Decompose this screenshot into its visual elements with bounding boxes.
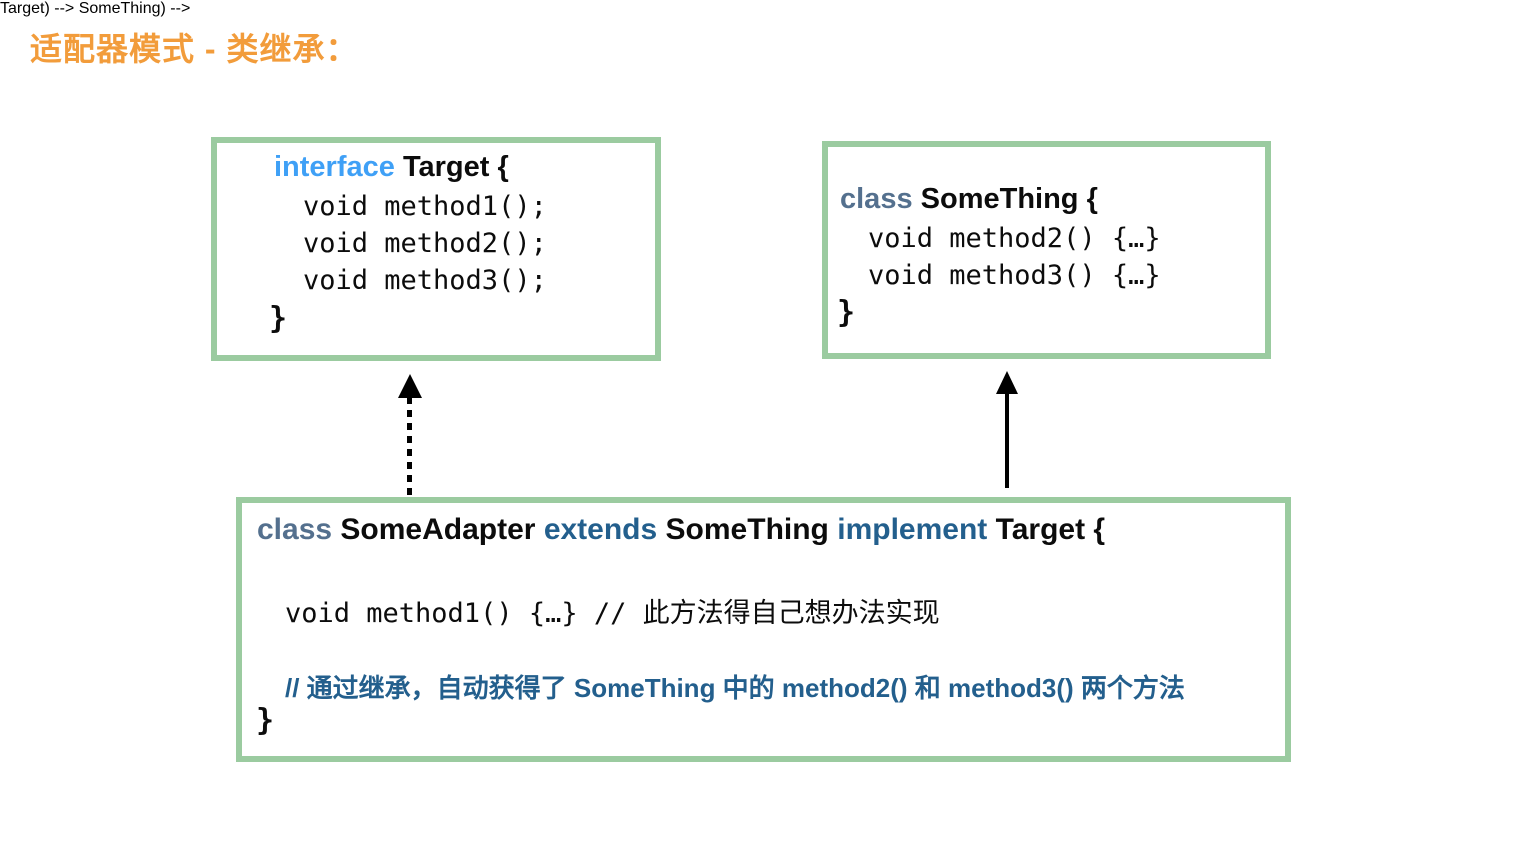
extends-keyword: extends (543, 513, 658, 546)
page-title: 适配器模式 - 类继承： (30, 31, 359, 67)
interface-target-box: interface Target { void method1(); void … (211, 137, 661, 361)
inheritance-comment: // 通过继承，自动获得了 SomeThing 中的 method2() 和 m… (285, 673, 1185, 703)
interface-target-header: interface Target { (274, 151, 509, 184)
target-method-1: void method1(); (303, 191, 547, 222)
something-name: SomeThing { (920, 183, 1098, 215)
class-keyword: class (257, 513, 333, 546)
parent-name: SomeThing (665, 513, 829, 546)
implement-keyword: implement (837, 513, 988, 546)
adapter-method1-line: void method1() {…} // 此方法得自己想办法实现 (285, 598, 940, 629)
extends-arrow-line (1005, 393, 1009, 488)
class-keyword: class (840, 183, 913, 215)
class-something-box: class SomeThing { void method2() {…} voi… (822, 141, 1271, 359)
target-name: Target { (402, 151, 509, 183)
target-method-2: void method2(); (303, 228, 547, 259)
extends-arrow-head-icon (996, 371, 1018, 394)
something-method-3: void method3() {…} (868, 260, 1161, 291)
implements-arrow-line (407, 397, 412, 497)
target-closing-brace: } (269, 301, 288, 336)
class-someadapter-header: class SomeAdapter extends SomeThing impl… (257, 513, 1105, 547)
adapter-closing-brace: } (256, 703, 275, 738)
implements-arrow-head-icon (398, 374, 422, 398)
someadapter-name: SomeAdapter (340, 513, 536, 546)
target-interface-name: Target { (995, 513, 1106, 546)
target-method-3: void method3(); (303, 265, 547, 296)
something-method-2: void method2() {…} (868, 223, 1161, 254)
something-closing-brace: } (837, 295, 856, 330)
class-someadapter-box: class SomeAdapter extends SomeThing impl… (236, 497, 1291, 762)
interface-keyword: interface (274, 151, 395, 183)
class-something-header: class SomeThing { (840, 183, 1098, 216)
